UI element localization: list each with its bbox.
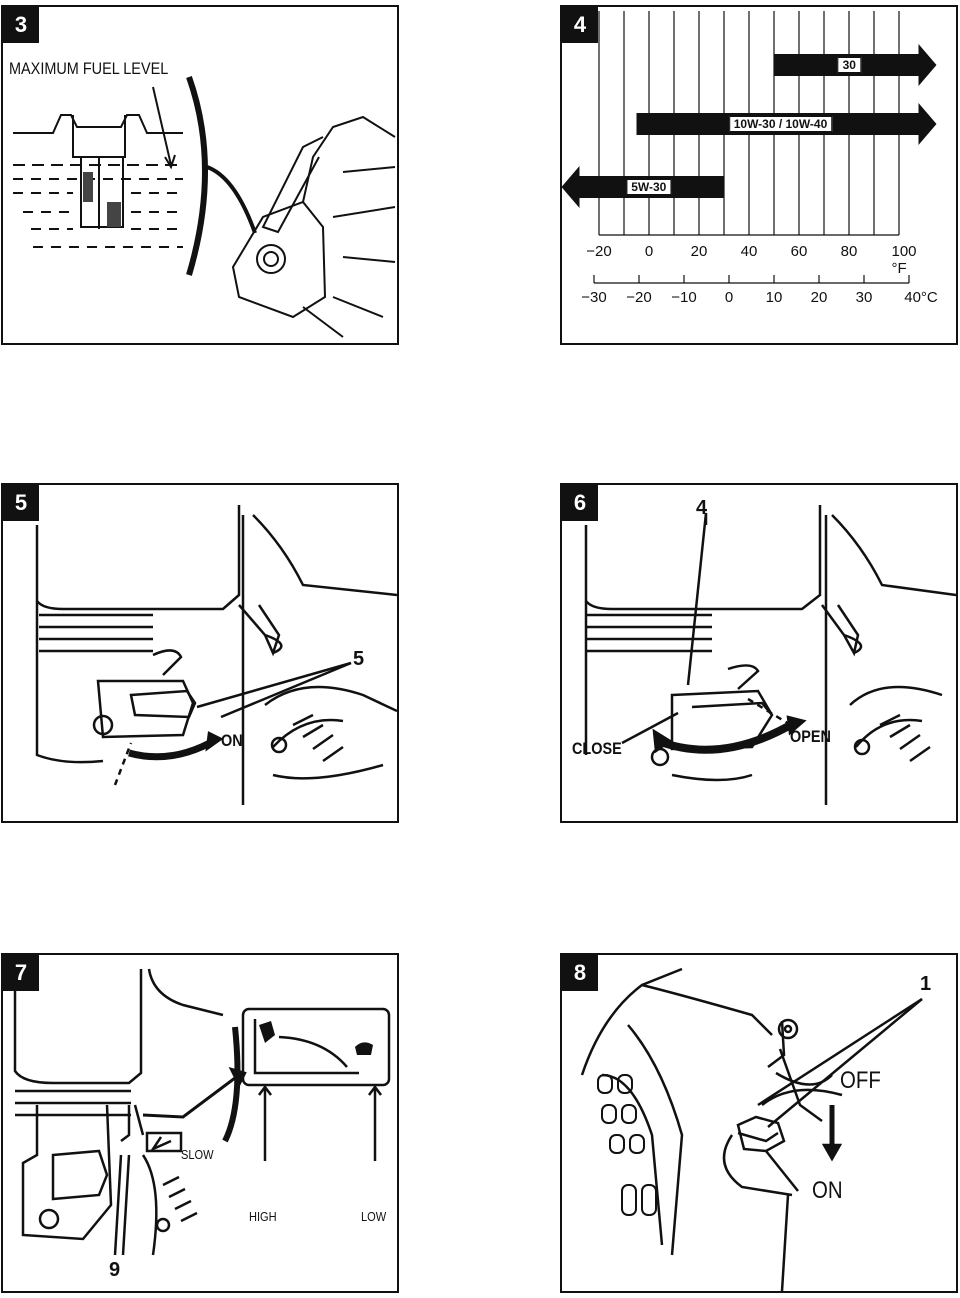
switch-on-label: ON xyxy=(812,1177,843,1204)
panel-number: 3 xyxy=(3,7,39,43)
throttle-low-label: LOW xyxy=(361,1209,387,1224)
choke-illustration xyxy=(584,505,956,805)
callout-number: 9 xyxy=(109,1259,121,1281)
fahrenheit-tick-label: 100 °F xyxy=(891,243,917,277)
oil-grade-label: 30 xyxy=(837,57,861,73)
callout-number: 5 xyxy=(353,648,365,670)
celsius-tick-label: 0 xyxy=(724,289,734,306)
panel-choke: 6 4 CLOSE OPEN xyxy=(560,483,958,823)
choke-close-label: CLOSE xyxy=(572,739,622,758)
celsius-tick-label: 20 xyxy=(810,289,828,306)
fuel-tank-illustration xyxy=(13,75,396,338)
switch-off-label: OFF xyxy=(840,1067,881,1094)
celsius-tick-label: −30 xyxy=(581,289,607,306)
panel-number: 8 xyxy=(562,955,598,991)
celsius-tick-label: −10 xyxy=(671,289,697,306)
throttle-slow-label: SLOW xyxy=(181,1147,214,1162)
celsius-tick-label: −20 xyxy=(626,289,652,306)
fahrenheit-tick-label: 80 xyxy=(840,243,858,260)
panel-oil-viscosity-chart: 4 30 10W-30 / 10W-40 5W-30 −20 0 20 40 60 80 100 … xyxy=(560,5,958,345)
panel-number: 4 xyxy=(562,7,598,43)
fahrenheit-tick-label: 20 xyxy=(690,243,708,260)
panel-ignition-switch: 8 1 OFF ON xyxy=(560,953,958,1293)
panel-number: 5 xyxy=(3,485,39,521)
panel-throttle: 7 SLOW HIGH LOW 9 xyxy=(1,953,399,1293)
choke-open-label: OPEN xyxy=(790,727,831,746)
callout-number: 4 xyxy=(696,497,708,519)
celsius-tick-label: 30 xyxy=(855,289,873,306)
fuel-valve-illustration xyxy=(35,505,397,805)
celsius-tick-label: 10 xyxy=(765,289,783,306)
panel-number: 6 xyxy=(562,485,598,521)
fahrenheit-tick-label: 0 xyxy=(644,243,654,260)
callout-number: 1 xyxy=(920,973,932,995)
throttle-illustration xyxy=(13,968,391,1256)
fahrenheit-tick-label: −20 xyxy=(586,243,612,260)
celsius-tick-label: 40°C xyxy=(904,289,938,306)
ignition-switch-illustration xyxy=(580,967,923,1291)
panel-fuel-valve: 5 5 ON xyxy=(1,483,399,823)
fuel-level-label: MAXIMUM FUEL LEVEL xyxy=(9,59,169,78)
panel-number: 7 xyxy=(3,955,39,991)
oil-grade-label: 10W-30 / 10W-40 xyxy=(728,116,833,132)
fahrenheit-tick-label: 40 xyxy=(740,243,758,260)
oil-viscosity-chart xyxy=(562,11,937,284)
oil-grade-label: 5W-30 xyxy=(626,179,672,195)
valve-on-label: ON xyxy=(221,731,243,750)
panel-fuel-level: 3 MAXIMUM FUEL LEVEL xyxy=(1,5,399,345)
fahrenheit-tick-label: 60 xyxy=(790,243,808,260)
throttle-high-label: HIGH xyxy=(249,1209,277,1224)
